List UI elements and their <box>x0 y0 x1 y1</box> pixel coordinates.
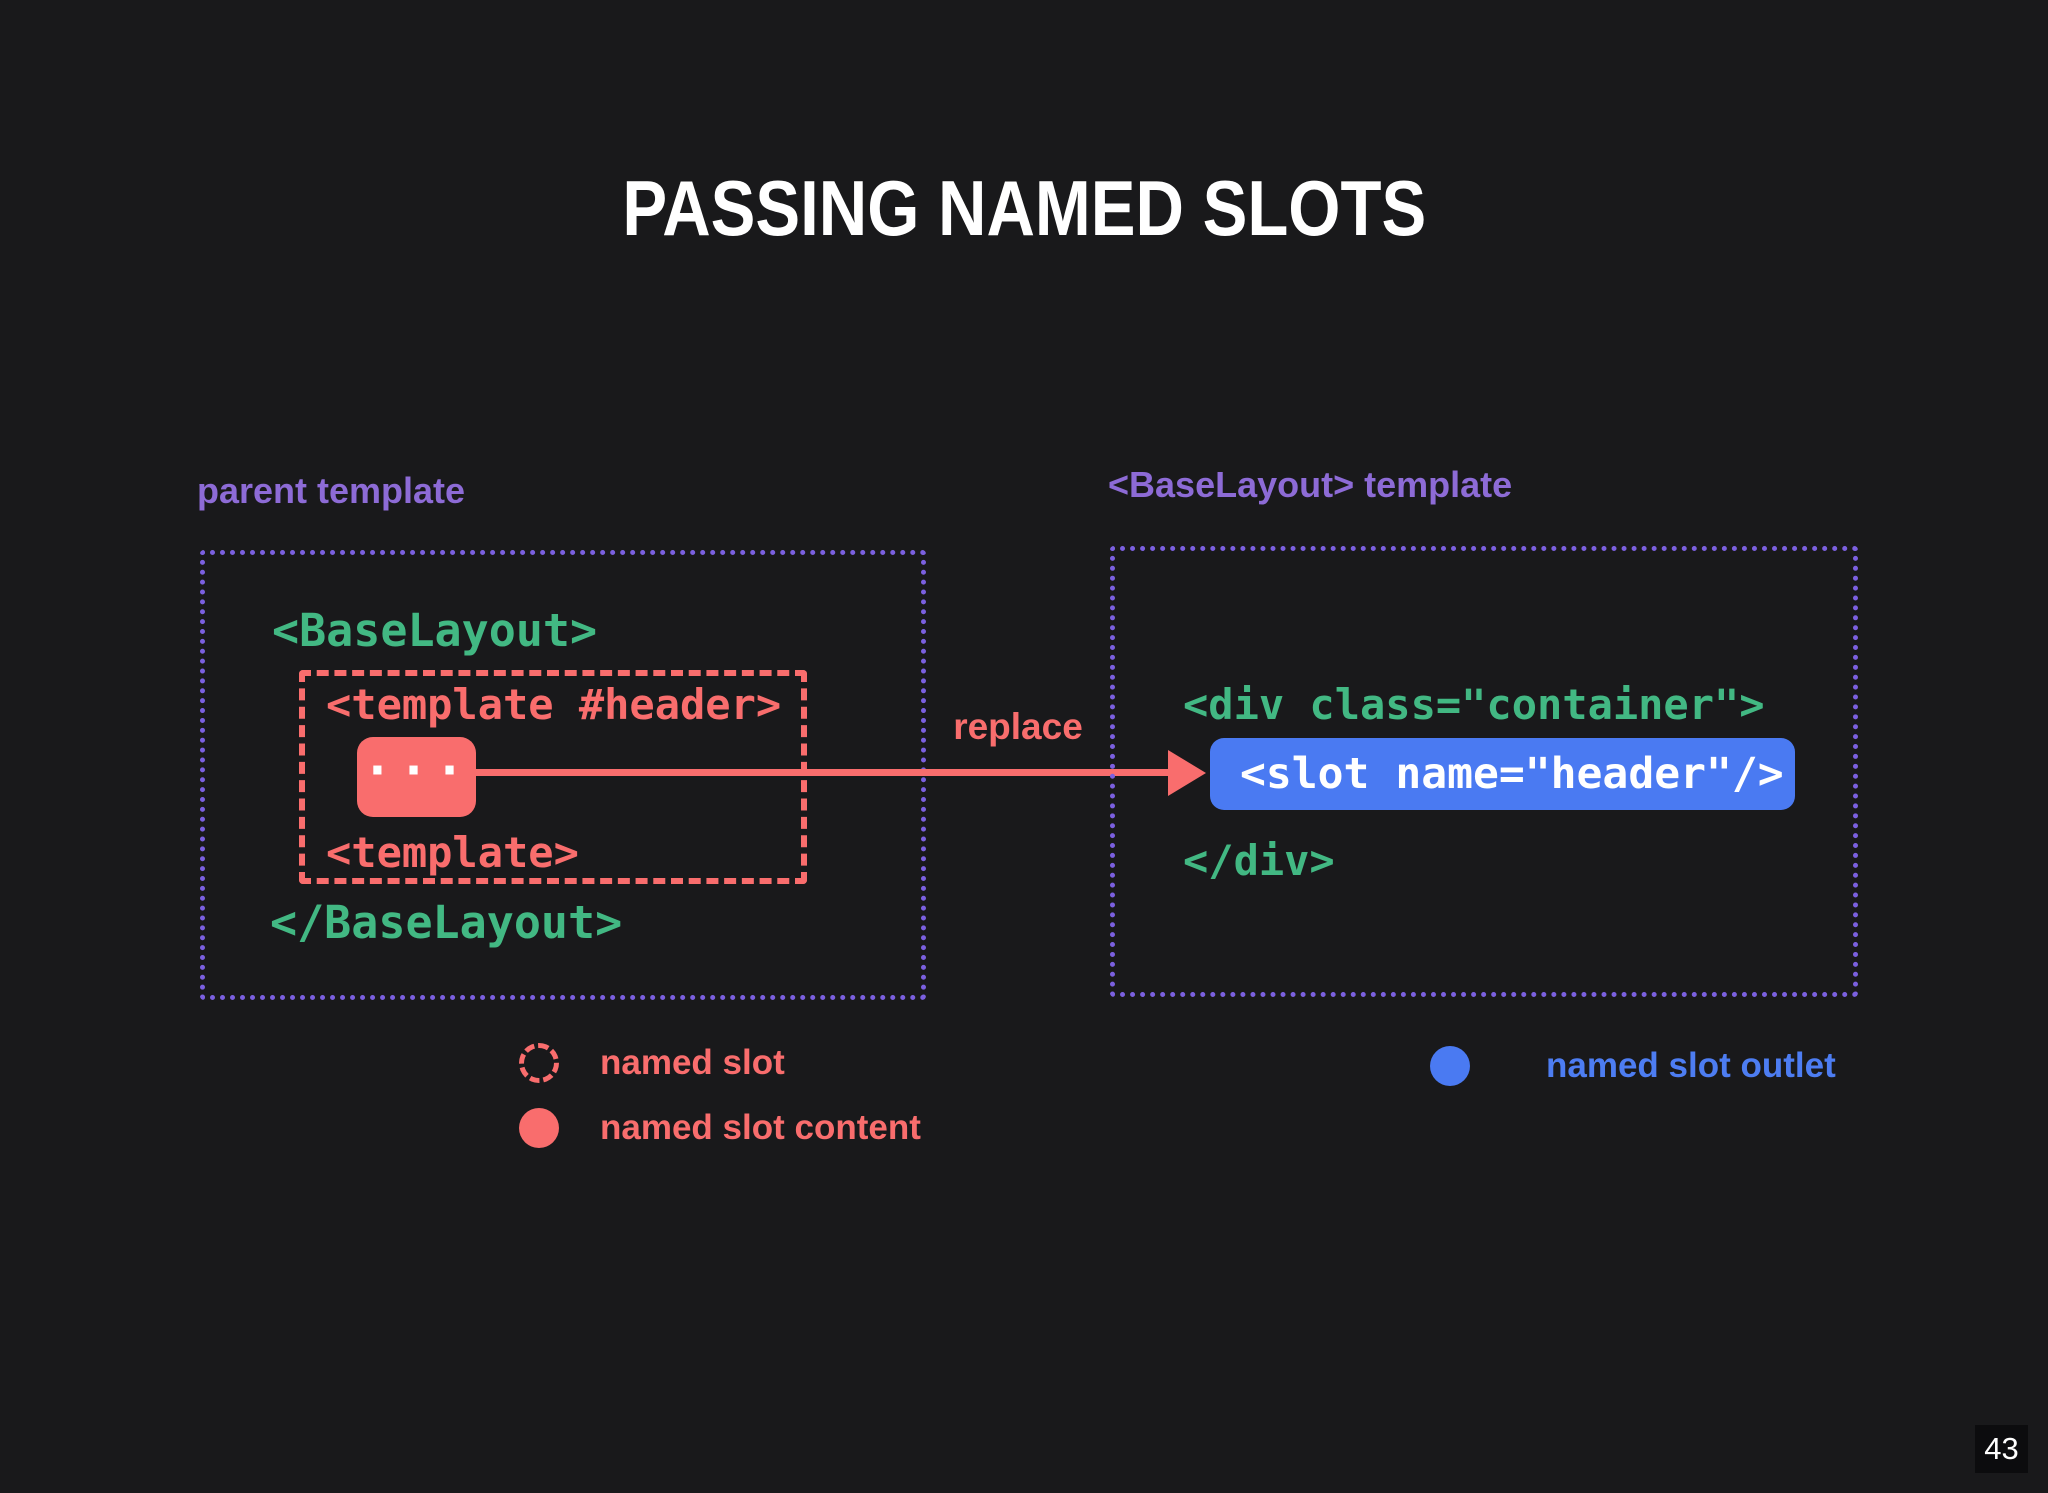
slot-outlet-box: <slot name="header"/> <box>1210 738 1795 810</box>
code-baselayout-open: <BaseLayout> <box>272 604 598 657</box>
baselayout-template-label: <BaseLayout> template <box>1108 464 1513 505</box>
code-div-container-open: <div class="container"> <box>1183 680 1765 729</box>
code-template-header-open: <template #header> <box>326 680 782 729</box>
page-number: 43 <box>1984 1431 2019 1466</box>
named-slot-legend-label: named slot <box>600 1043 785 1082</box>
page-number-badge: 43 <box>1975 1425 2028 1473</box>
replace-arrow-line <box>476 769 1170 776</box>
code-baselayout-close: </BaseLayout> <box>270 896 623 949</box>
named-slot-content-chip: ... <box>357 728 476 817</box>
replace-arrow-head-icon <box>1168 750 1206 796</box>
parent-template-label: parent template <box>197 470 466 511</box>
code-div-close: </div> <box>1183 836 1335 885</box>
code-slot-outlet: <slot name="header"/> <box>1240 749 1784 799</box>
named-slot-content-legend-icon <box>519 1108 559 1148</box>
named-slot-legend-icon <box>519 1043 559 1083</box>
ellipsis-placeholder: ... <box>362 728 471 787</box>
named-slot-content-legend-label: named slot content <box>600 1108 921 1147</box>
baselayout-template-panel <box>1110 546 1858 997</box>
code-template-close: <template> <box>326 828 579 877</box>
slide-title: PASSING NAMED SLOTS <box>622 164 1426 252</box>
replace-label: replace <box>953 706 1083 747</box>
named-slot-outlet-legend-label: named slot outlet <box>1546 1046 1836 1085</box>
named-slot-outlet-legend-icon <box>1430 1046 1470 1086</box>
named-slot-dashed-box <box>299 670 807 884</box>
